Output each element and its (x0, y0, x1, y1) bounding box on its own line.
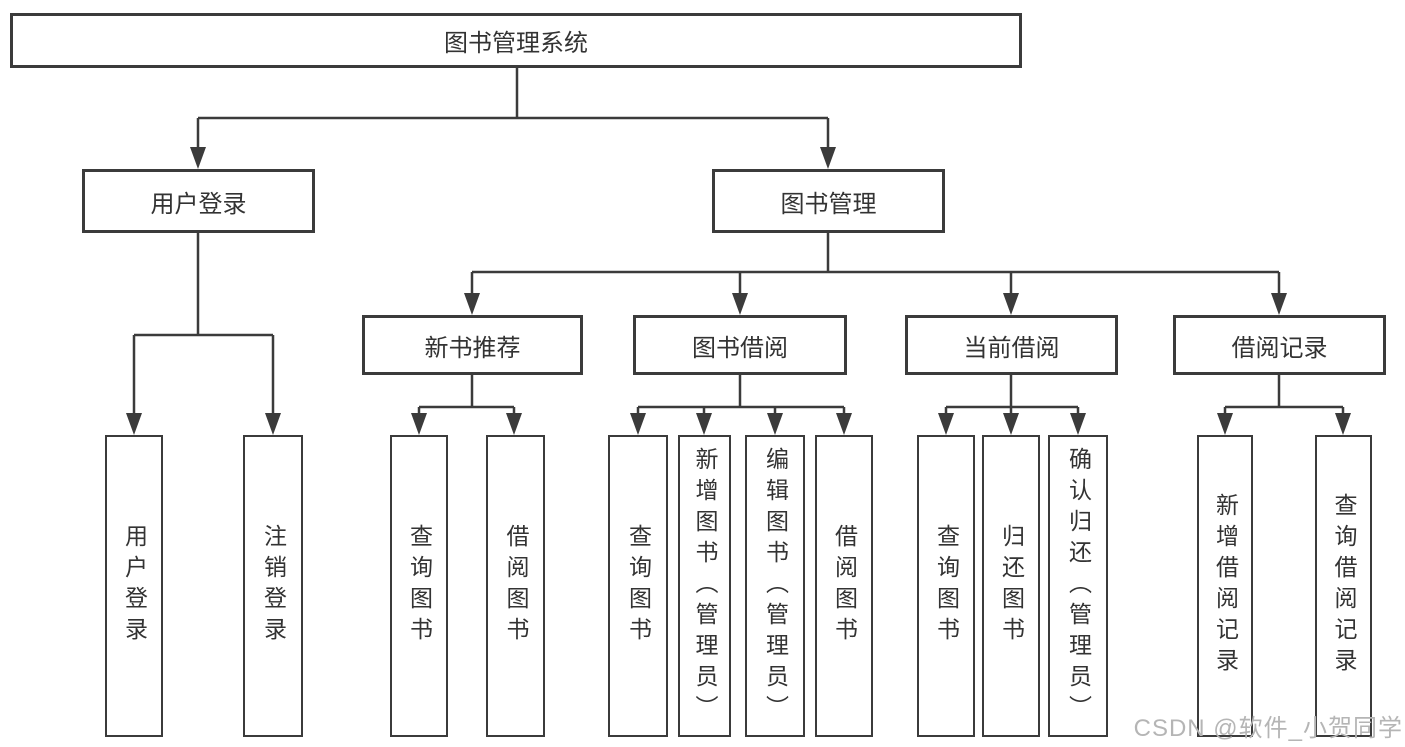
leaf-edit-books-admin: 编辑图书（管理员） (745, 435, 805, 737)
node-new-book-recommendation: 新书推荐 (362, 315, 583, 375)
node-borrowing-records: 借阅记录 (1173, 315, 1386, 375)
leaf-return-books: 归还图书 (982, 435, 1040, 737)
leaf-query-borrow-record: 查询借阅记录 (1315, 435, 1372, 737)
leaf-borrow-books-recommend: 借阅图书 (486, 435, 545, 737)
node-current-borrowing: 当前借阅 (905, 315, 1118, 375)
node-book-management: 图书管理 (712, 169, 945, 233)
leaf-borrow-books: 借阅图书 (815, 435, 873, 737)
leaf-query-books-recommend: 查询图书 (390, 435, 448, 737)
node-book-borrowing: 图书借阅 (633, 315, 847, 375)
leaf-query-books-borrowing: 查询图书 (608, 435, 668, 737)
leaf-query-books-current: 查询图书 (917, 435, 975, 737)
leaf-user-login: 用户登录 (105, 435, 163, 737)
leaf-add-borrow-record: 新增借阅记录 (1197, 435, 1253, 737)
node-library-management-system: 图书管理系统 (10, 13, 1022, 68)
leaf-confirm-return-admin: 确认归还（管理员） (1048, 435, 1108, 737)
csdn-watermark: CSDN @软件_小贺同学 (1133, 715, 1403, 742)
tree-edges (132, 68, 1345, 416)
leaf-logout: 注销登录 (243, 435, 303, 737)
node-user-login: 用户登录 (82, 169, 315, 233)
leaf-add-books-admin: 新增图书（管理员） (678, 435, 731, 737)
